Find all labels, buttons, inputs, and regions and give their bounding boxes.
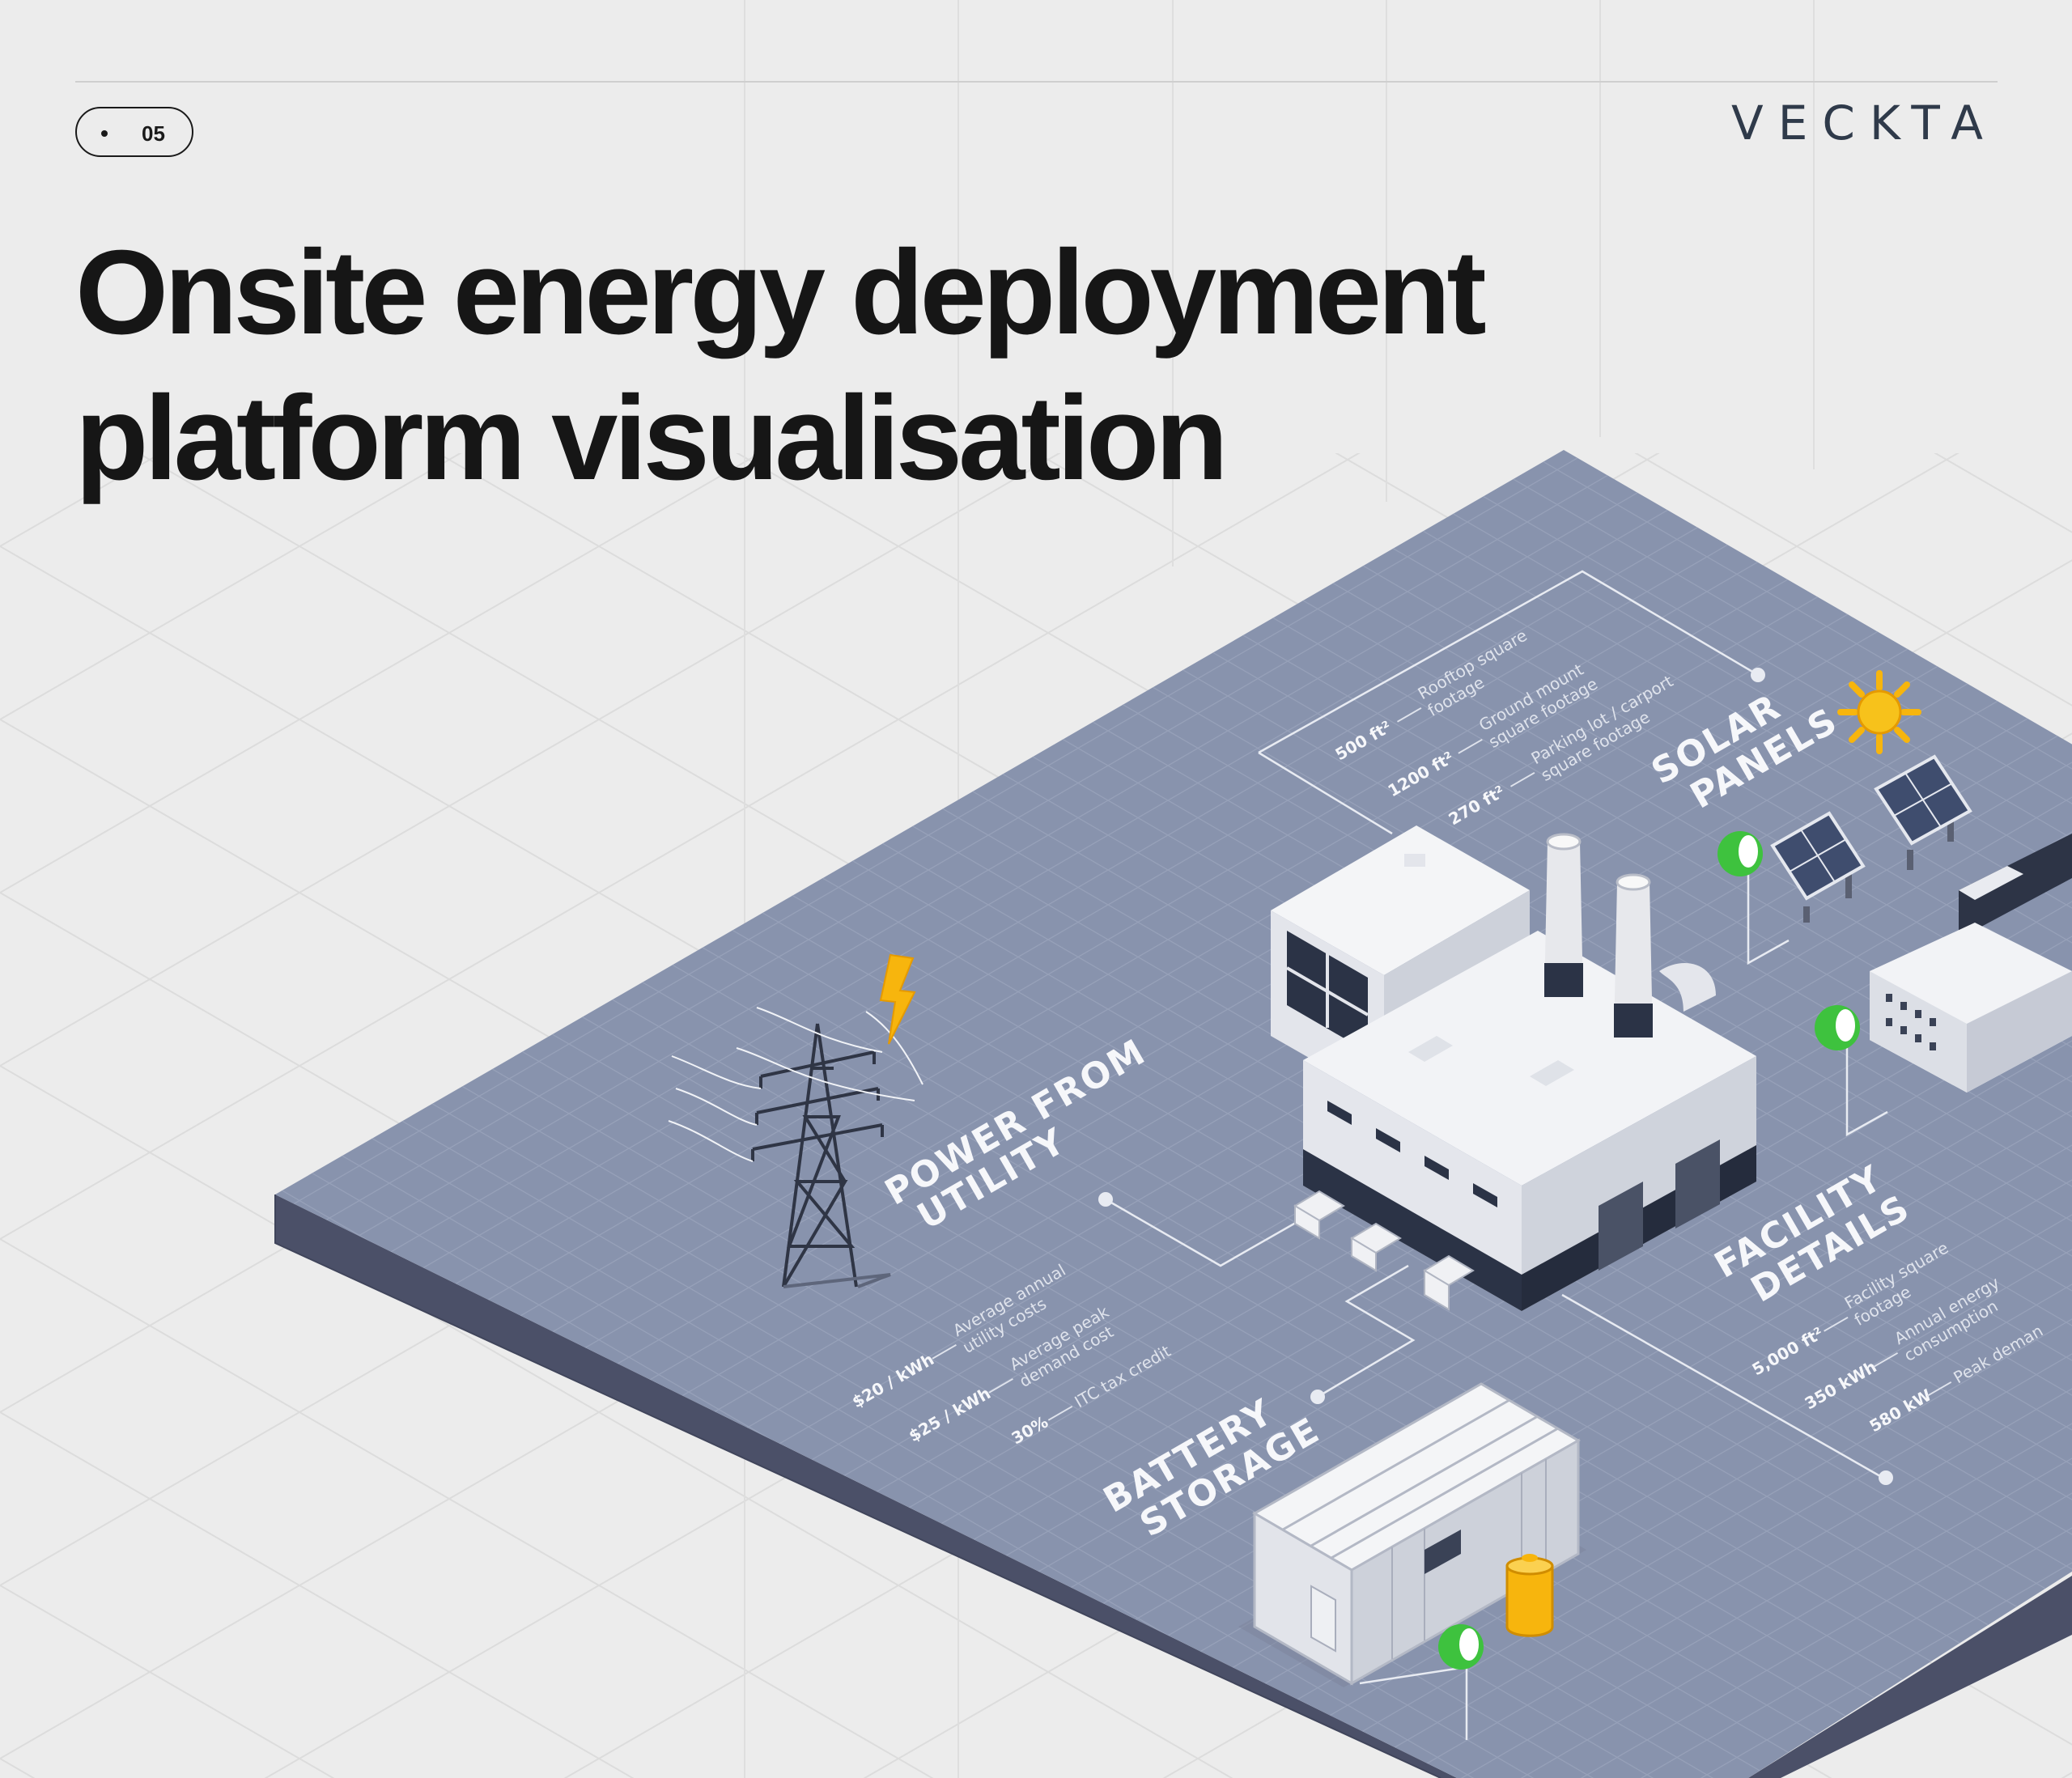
connector-dot	[1310, 1390, 1325, 1404]
connector-dot	[1751, 668, 1765, 682]
top-divider	[75, 81, 1998, 83]
page-title-line-2: platform visualisation	[75, 371, 1229, 505]
map-pin-icon	[1717, 831, 1763, 876]
page-title: Onsite energy deployment platform visual…	[75, 220, 1613, 511]
brand-logo: VECKTA	[1731, 95, 1998, 151]
map-pin-icon	[1815, 1005, 1860, 1050]
factory-icon	[1271, 825, 1756, 1311]
page-title-line-1: Onsite energy deployment	[75, 226, 1487, 359]
slide-number-badge: 05	[75, 107, 193, 157]
map-pin-icon	[1438, 1624, 1484, 1670]
battery-container-icon	[1238, 1382, 1586, 1687]
sun-icon	[1837, 670, 1921, 754]
secondary-building	[1870, 834, 2072, 1093]
connector-dot	[1098, 1192, 1113, 1207]
battery-cell-icon	[1505, 1554, 1554, 1637]
lightning-icon	[879, 953, 916, 1045]
slide-number: 05	[142, 121, 165, 146]
connector-dot	[1879, 1470, 1893, 1485]
solar-panel-icon	[1770, 811, 1866, 923]
solar-panel-icon	[1874, 754, 1972, 870]
bullet-dot	[101, 130, 108, 137]
